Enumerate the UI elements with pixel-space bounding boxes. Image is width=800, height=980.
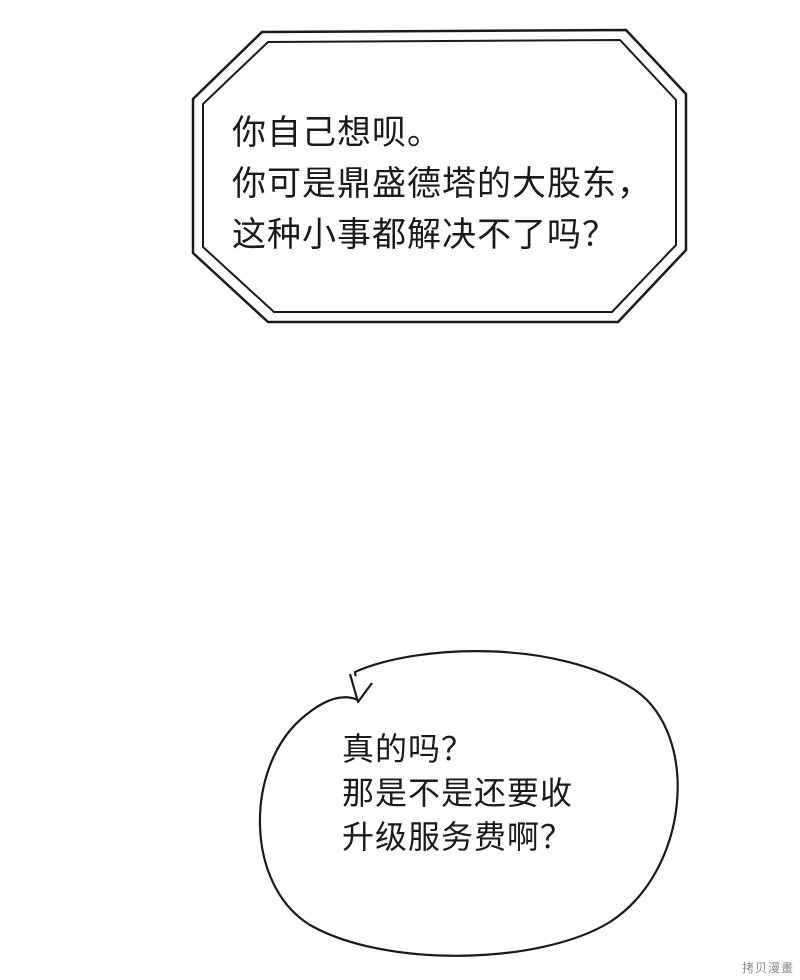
bubble-2-line-2: 那是不是还要收 [342, 774, 574, 812]
bubble-2-line-3: 升级服务费啊？ [342, 818, 574, 856]
oval-bubble-outline [258, 650, 679, 957]
bubble-1-line-2: 你可是鼎盛德塔的大股东， [232, 164, 652, 204]
octagon-bubble-outline [191, 28, 688, 324]
bubble-1-line-3: 这种小事都解决不了吗？ [232, 215, 617, 255]
bubble-1-line-1: 你自己想呗。 [232, 113, 442, 153]
bubble-1-text: 你自己想呗。 你可是鼎盛德塔的大股东， 这种小事都解决不了吗？ [232, 108, 652, 261]
bubble-2-text: 真的吗？ 那是不是还要收 升级服务费啊？ [342, 727, 573, 859]
bubble-2-line-1: 真的吗？ [342, 730, 475, 768]
watermark: 拷贝漫畫 [741, 961, 794, 975]
